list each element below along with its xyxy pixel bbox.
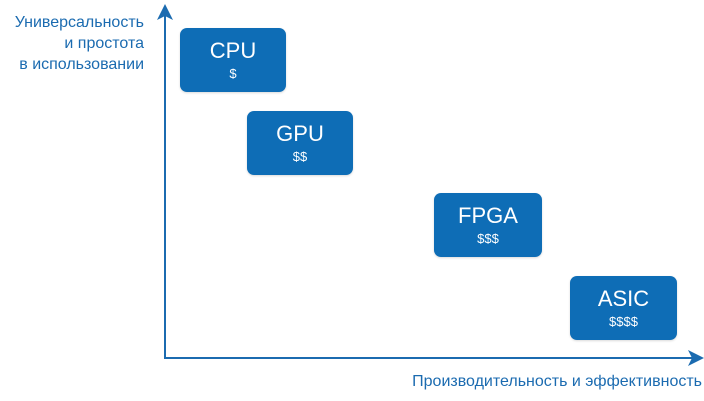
y-axis-label-line: и простота	[64, 35, 144, 52]
box-cost: $	[229, 66, 237, 81]
box-name: FPGA	[458, 203, 518, 228]
box-cost: $$$$	[609, 314, 638, 329]
fpga-box: FPGA $$$	[434, 193, 542, 257]
box-cost: $$	[292, 149, 308, 164]
y-axis-label: Универсальность и простота в использован…	[15, 12, 144, 75]
box-cost: $$$	[477, 231, 499, 246]
asic-box: ASIC $$$$	[570, 276, 677, 340]
box-name: GPU	[276, 121, 324, 146]
box-name: ASIC	[597, 286, 650, 311]
y-axis-label-line: Универсальность	[14, 14, 144, 31]
y-axis-label-line: в использовании	[19, 56, 144, 73]
box-name: CPU	[209, 38, 257, 63]
x-axis-label: Производительность и эффективность	[412, 373, 702, 390]
gpu-box: GPU $$	[247, 111, 353, 175]
cpu-box: CPU $	[180, 28, 286, 92]
